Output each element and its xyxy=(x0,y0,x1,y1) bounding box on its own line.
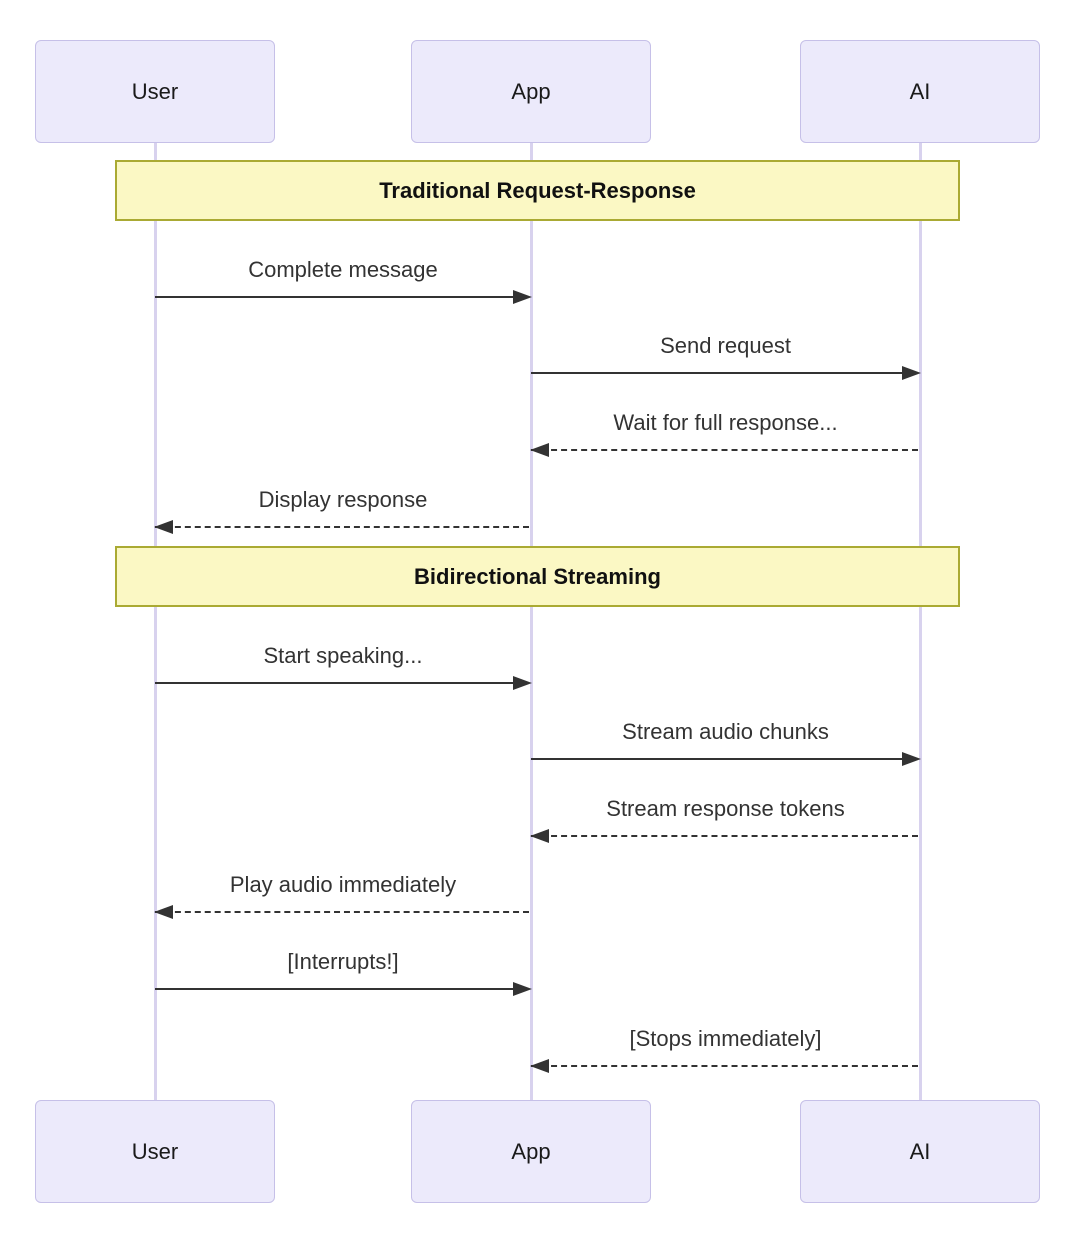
actor-label: App xyxy=(511,1138,551,1164)
message-arrow xyxy=(155,676,532,692)
message-label: Stream response tokens xyxy=(606,796,845,821)
message-label: Wait for full response... xyxy=(613,410,838,435)
message-label: [Interrupts!] xyxy=(287,949,399,974)
message-arrow xyxy=(531,752,921,768)
actor-box-ai-top: AI xyxy=(800,40,1040,143)
message-label: [Stops immediately] xyxy=(629,1026,822,1051)
message-arrow xyxy=(154,905,531,921)
actor-label: AI xyxy=(909,78,931,104)
message-label: Stream audio chunks xyxy=(622,719,829,744)
section-banner-1: Traditional Request-Response xyxy=(115,160,960,221)
actor-label: User xyxy=(131,1138,179,1164)
message-arrow xyxy=(154,520,531,536)
message-line xyxy=(531,372,918,374)
message-line xyxy=(155,296,529,298)
message-arrow xyxy=(530,829,920,845)
message-arrow xyxy=(155,982,532,998)
section-banner-2: Bidirectional Streaming xyxy=(115,546,960,607)
arrowhead-icon xyxy=(902,366,921,380)
arrowhead-icon xyxy=(513,290,532,304)
actor-box-user-bottom: User xyxy=(35,1100,275,1203)
arrowhead-icon xyxy=(513,982,532,996)
actor-label: User xyxy=(131,78,179,104)
arrowhead-icon xyxy=(513,676,532,690)
arrowhead-icon xyxy=(154,905,173,919)
arrowhead-icon xyxy=(530,1059,549,1073)
message-line xyxy=(531,1065,918,1067)
arrowhead-icon xyxy=(902,752,921,766)
message-arrow xyxy=(530,443,920,459)
message-line xyxy=(155,526,529,528)
message-line xyxy=(155,682,529,684)
message-label: Play audio immediately xyxy=(229,872,457,897)
arrowhead-icon xyxy=(154,520,173,534)
message-line xyxy=(531,449,918,451)
actor-box-app-top: App xyxy=(411,40,651,143)
actor-box-app-bottom: App xyxy=(411,1100,651,1203)
message-arrow xyxy=(155,290,532,306)
message-arrow xyxy=(530,1059,920,1075)
actor-label: App xyxy=(511,78,551,104)
actor-box-user-top: User xyxy=(35,40,275,143)
arrowhead-icon xyxy=(530,829,549,843)
message-line xyxy=(155,988,529,990)
message-label: Send request xyxy=(660,333,791,358)
actor-box-ai-bottom: AI xyxy=(800,1100,1040,1203)
message-arrow xyxy=(531,366,921,382)
message-line xyxy=(531,758,918,760)
lifeline-app xyxy=(529,143,533,1100)
message-label: Display response xyxy=(258,487,428,512)
message-line xyxy=(155,911,529,913)
arrowhead-icon xyxy=(530,443,549,457)
lifeline-user xyxy=(153,143,157,1100)
section-label: Bidirectional Streaming xyxy=(414,563,661,589)
actor-label: AI xyxy=(909,1138,931,1164)
message-label: Start speaking... xyxy=(263,643,423,668)
lifeline-ai xyxy=(918,143,922,1100)
section-label: Traditional Request-Response xyxy=(379,177,696,203)
message-label: Complete message xyxy=(248,257,438,282)
message-line xyxy=(531,835,918,837)
